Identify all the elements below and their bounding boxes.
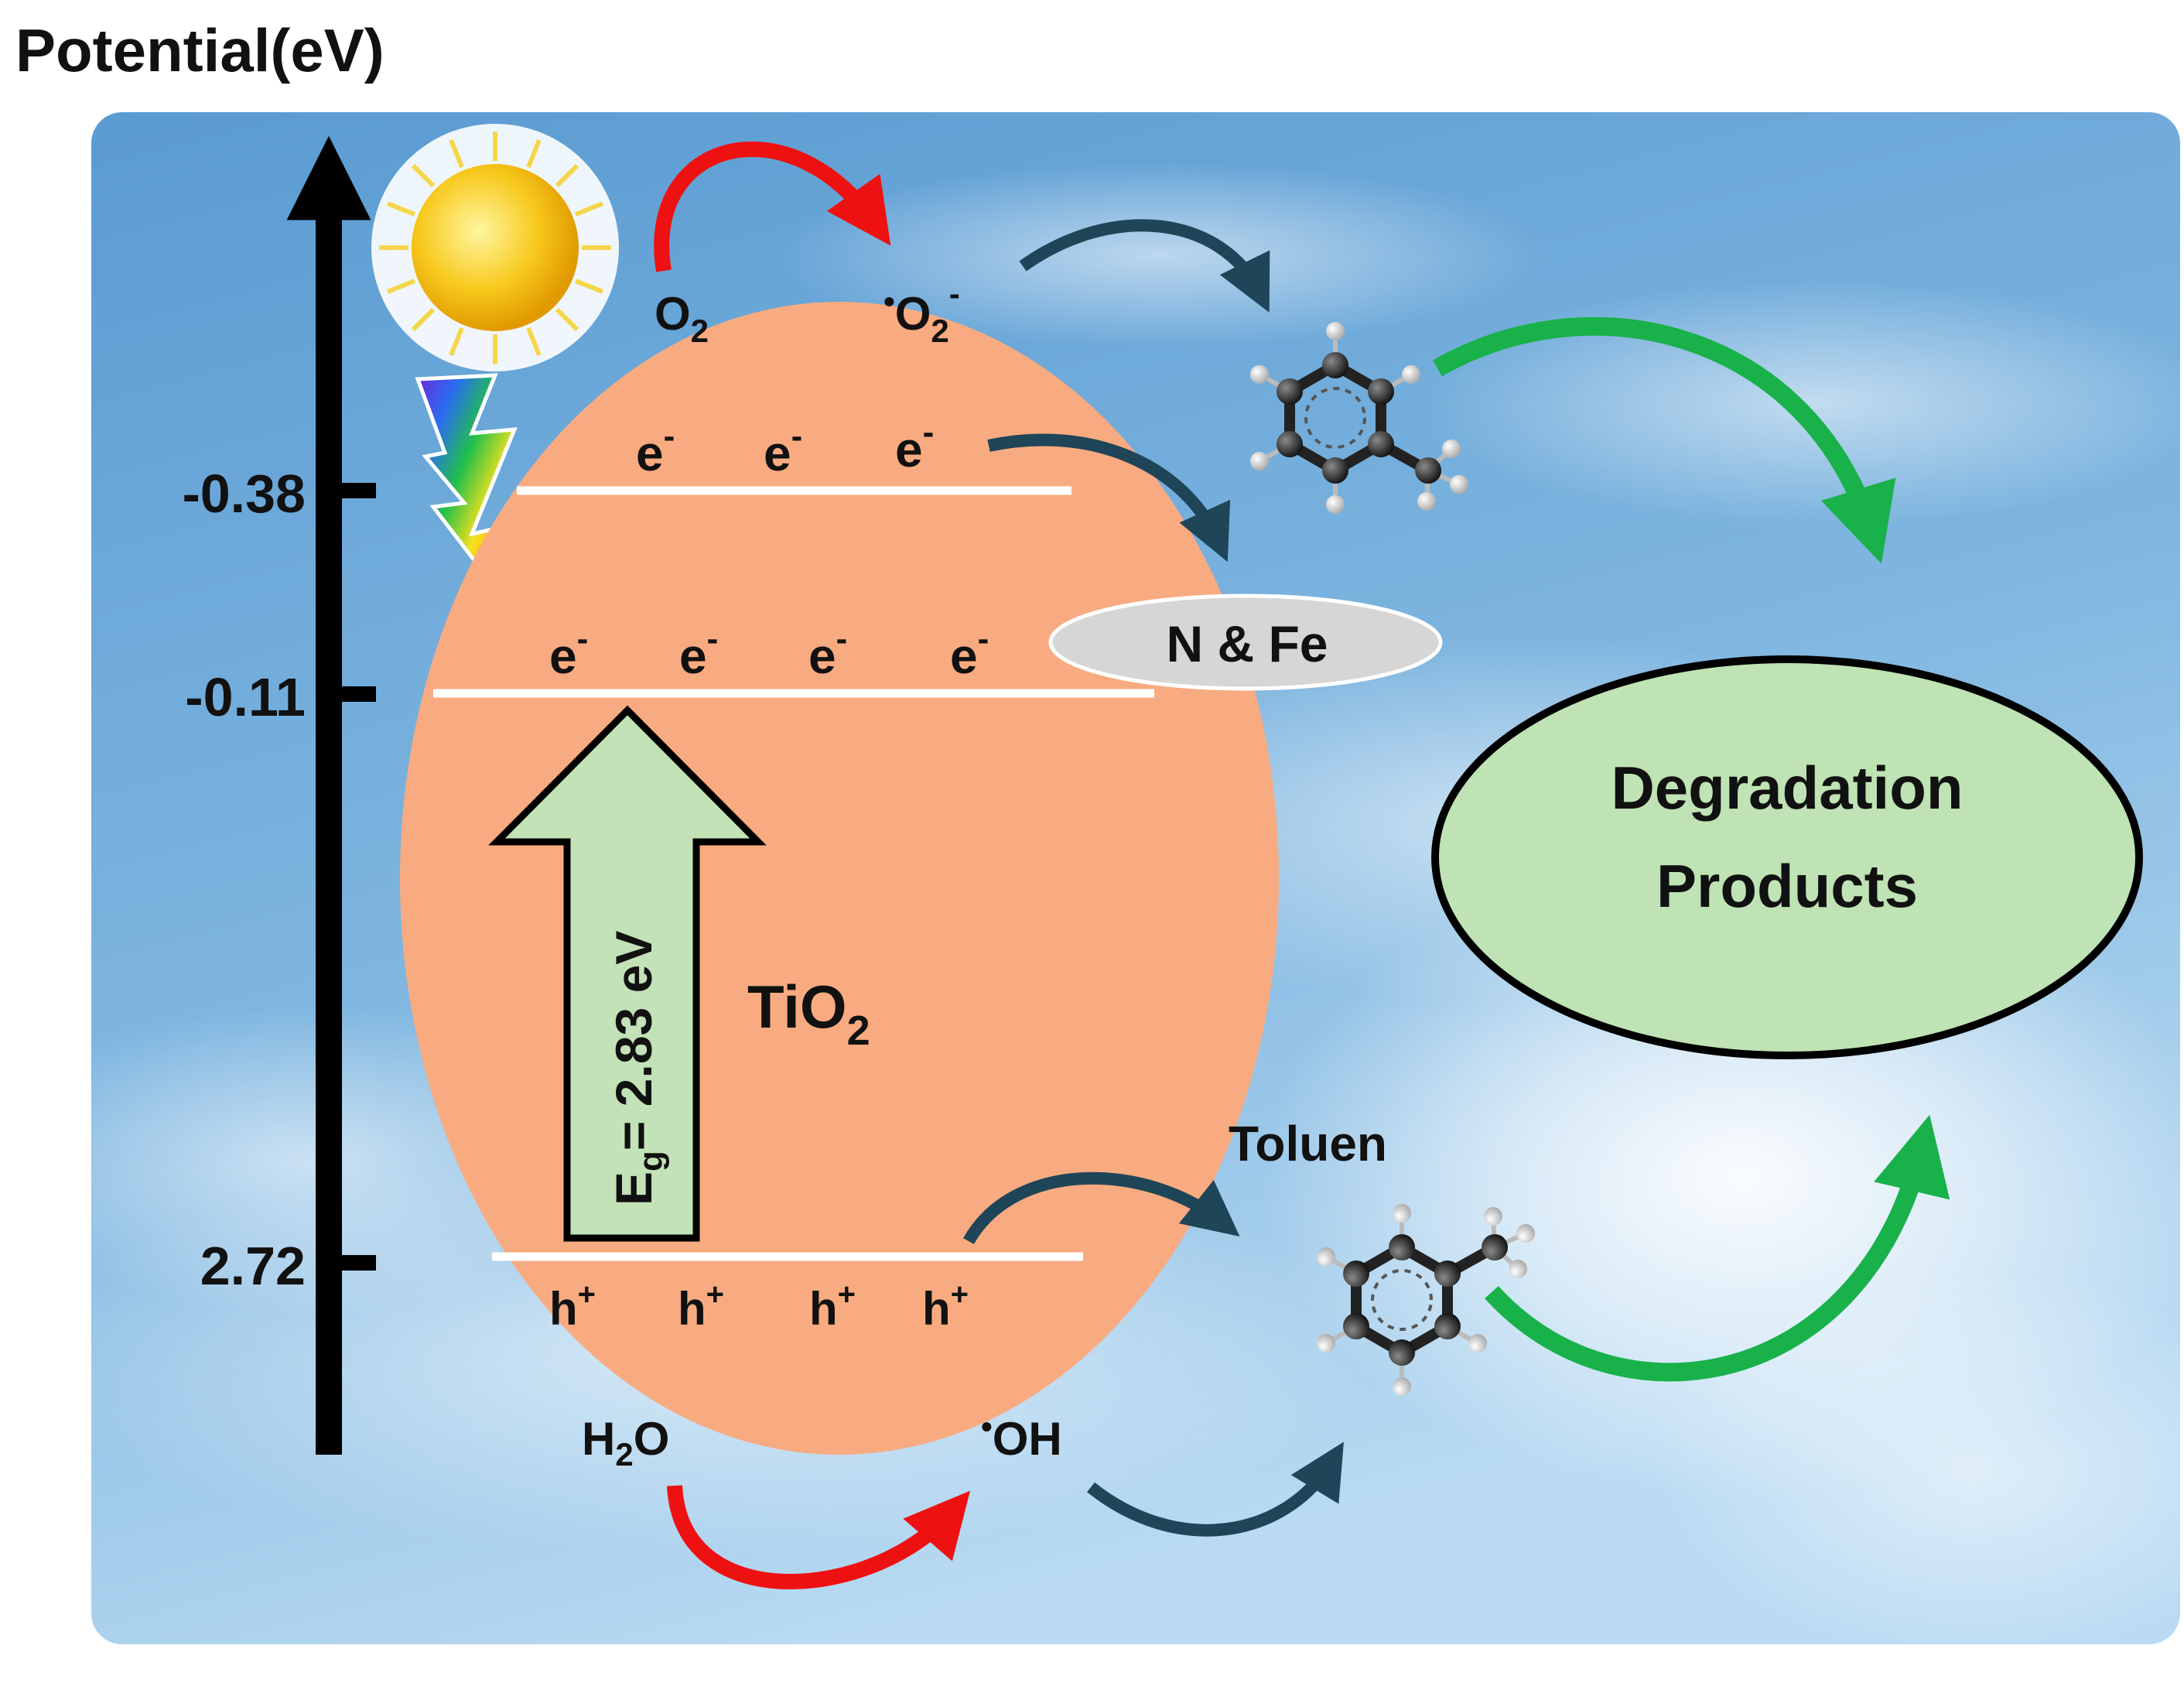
axis-tick-label: 2.72 <box>200 1236 306 1296</box>
toluene-to-products-arrow-bottom <box>1485 1114 1950 1382</box>
hole: h+ <box>809 1278 856 1335</box>
degradation-products: Degradation Products <box>1431 655 2143 1059</box>
holes-valence-band: h+ h+ h+ h+ <box>549 1278 969 1335</box>
water-oxidation-arrow <box>667 1485 971 1590</box>
electron: e- <box>549 620 588 684</box>
toluene-label: Toluen <box>1229 1116 1387 1172</box>
axis-tick-mark <box>342 686 376 702</box>
hydroxyl-label: •OH <box>981 1408 1062 1465</box>
oxygen-reduction-arrow <box>654 141 891 272</box>
oxygen-label: O2 <box>655 288 709 349</box>
hole: h+ <box>678 1278 724 1335</box>
axis-title: Potential(eV) <box>15 16 385 84</box>
electrons-upper-level: e- e- e- <box>636 413 934 481</box>
band-gap-arrow: Eg= 2.83 eV <box>488 705 767 1242</box>
hole: h+ <box>922 1278 969 1335</box>
axis-tick-mark <box>342 1255 376 1271</box>
water-label: H2O <box>582 1413 669 1473</box>
axis-tick-label: -0.38 <box>182 463 306 524</box>
dopant-badge: N & Fe <box>1048 593 1443 691</box>
products-label-line1: Degradation <box>1611 754 1963 822</box>
catalyst-label: TiO2 <box>747 973 870 1054</box>
electron: e- <box>895 413 934 477</box>
electron: e- <box>679 620 718 684</box>
hole: h+ <box>549 1278 596 1335</box>
potential-axis: Potential(eV) -0.38 -0.11 2.72 <box>15 16 385 1455</box>
dopant-label: N & Fe <box>1166 615 1328 672</box>
electron: e- <box>636 417 675 481</box>
electron: e- <box>950 620 989 684</box>
band-gap-label: Eg= 2.83 eV <box>605 931 670 1206</box>
superoxide-to-toluene-arrow <box>1019 219 1270 313</box>
superoxide-label: •O2- <box>884 275 960 349</box>
hole-to-toluene-arrow <box>963 1172 1240 1244</box>
products-label-line2: Products <box>1656 852 1918 920</box>
electron: e- <box>808 620 847 684</box>
electron: e- <box>764 417 802 481</box>
sun-icon <box>371 124 619 371</box>
axis-tick-mark <box>342 483 376 498</box>
hydroxyl-to-toluene-arrow <box>1087 1442 1344 1537</box>
toluene-to-products-arrow-top <box>1433 316 1896 564</box>
axis-tick-label: -0.11 <box>185 667 306 727</box>
electron-to-toluene-arrow <box>987 433 1231 563</box>
electrons-conduction-band: e- e- e- e- <box>549 620 989 684</box>
